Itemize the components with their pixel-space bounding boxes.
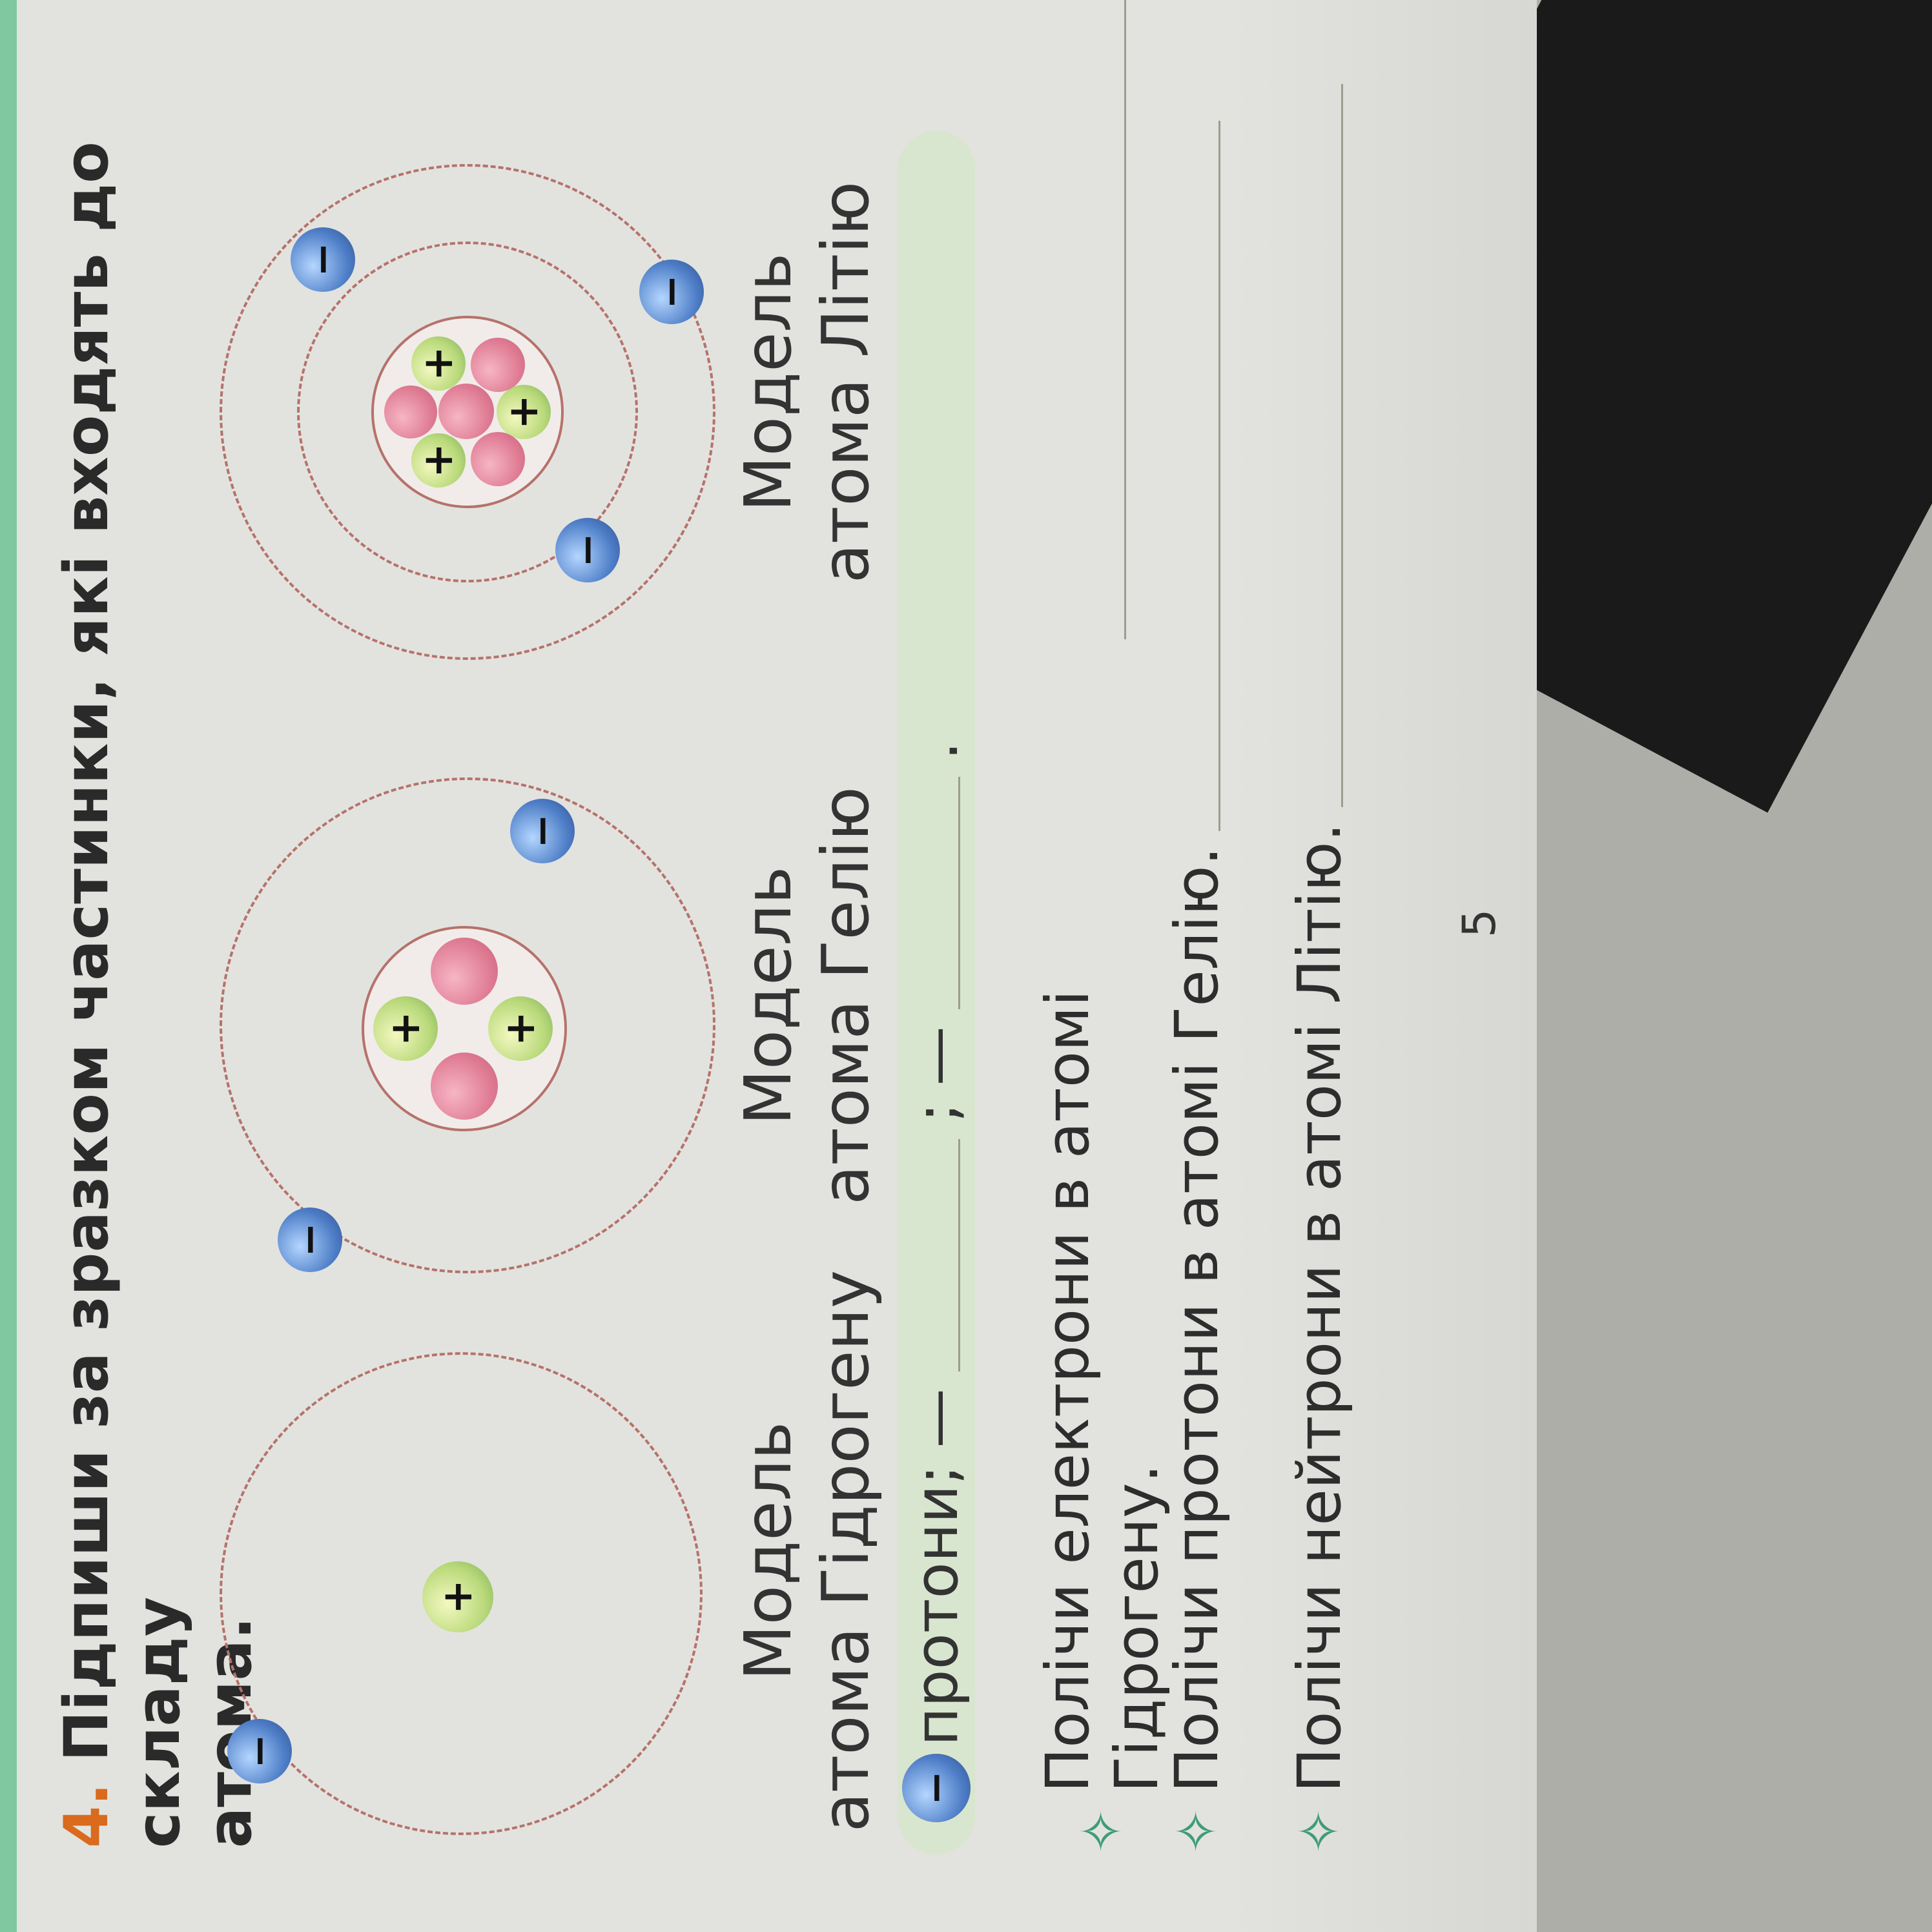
electron: − xyxy=(291,227,355,292)
electron-legend-icon: − xyxy=(902,1754,971,1822)
helium-caption: Модель атома Гелію xyxy=(730,786,883,1205)
protons-label: протони; xyxy=(901,1464,971,1746)
question-protons-helium: ✧ Полічи протони в атомі Гелію. xyxy=(1162,121,1231,1855)
hydrogen-caption: Модель атома Гідрогену xyxy=(730,1269,883,1833)
page-shade xyxy=(1227,0,1537,1932)
page-number: 5 xyxy=(1453,909,1506,938)
electron-answer-line[interactable] xyxy=(912,777,960,1010)
question-electrons-hydrogen: ✧ Полічи електрони в атомі Гідрогену. xyxy=(1033,0,1171,1855)
helium-nucleus: + + xyxy=(362,926,567,1131)
task-text: Підпиши за зразком частинки, які входять… xyxy=(52,141,194,1848)
legend-dash: — xyxy=(901,1026,971,1086)
proton: + xyxy=(411,433,466,488)
proton: + xyxy=(411,336,466,391)
electron: − xyxy=(227,1719,292,1783)
question-text: Полічи протони в атомі Гелію. xyxy=(1162,847,1231,1793)
proton: + xyxy=(488,996,553,1061)
electron: − xyxy=(639,260,704,324)
page-margin-strip xyxy=(0,0,17,1932)
electron: − xyxy=(278,1208,342,1272)
neutron xyxy=(384,385,437,438)
proton: + xyxy=(422,1561,493,1632)
workbook-page: 4. Підпиши за зразком частинки, які вход… xyxy=(0,0,1537,1932)
proton: + xyxy=(373,996,438,1061)
lithium-atom-model: + + + − − − xyxy=(207,156,723,673)
question-text: Полічи нейтрони в атомі Літію. xyxy=(1285,823,1354,1793)
electron: − xyxy=(555,518,620,582)
lithium-nucleus: + + + xyxy=(371,316,564,508)
rotated-page-content: 4. Підпиши за зразком частинки, які вход… xyxy=(52,0,1506,1855)
question-text: Полічи електрони в атомі Гідрогену. xyxy=(1033,989,1171,1793)
helium-atom-model: + + − − xyxy=(207,770,723,1286)
legend-dash: — xyxy=(901,1388,971,1448)
legend-separator: ; xyxy=(901,1102,971,1123)
star-icon: ✧ xyxy=(1287,1807,1352,1855)
star-icon: ✧ xyxy=(1164,1807,1229,1855)
hydrogen-atom-model: + − xyxy=(207,1344,710,1848)
answer-line[interactable] xyxy=(1173,121,1220,832)
electron: − xyxy=(510,799,575,863)
proton: + xyxy=(497,385,551,439)
answer-line[interactable] xyxy=(1078,0,1126,639)
neutron xyxy=(471,338,525,392)
star-icon: ✧ xyxy=(1070,1807,1135,1855)
legend-end: . xyxy=(901,741,971,761)
neutron-answer-line[interactable] xyxy=(912,1139,960,1372)
lithium-caption: Модель атома Літію xyxy=(730,181,883,584)
neutron xyxy=(431,1053,498,1120)
neutron xyxy=(431,938,498,1005)
task-number: 4. xyxy=(52,1782,122,1848)
neutron xyxy=(471,432,525,486)
particle-legend: + — протони; — ; − — . xyxy=(898,130,975,1855)
question-neutrons-lithium: ✧ Полічи нейтрони в атомі Літію. xyxy=(1285,84,1354,1855)
neutron xyxy=(438,384,494,439)
answer-line[interactable] xyxy=(1296,84,1343,808)
